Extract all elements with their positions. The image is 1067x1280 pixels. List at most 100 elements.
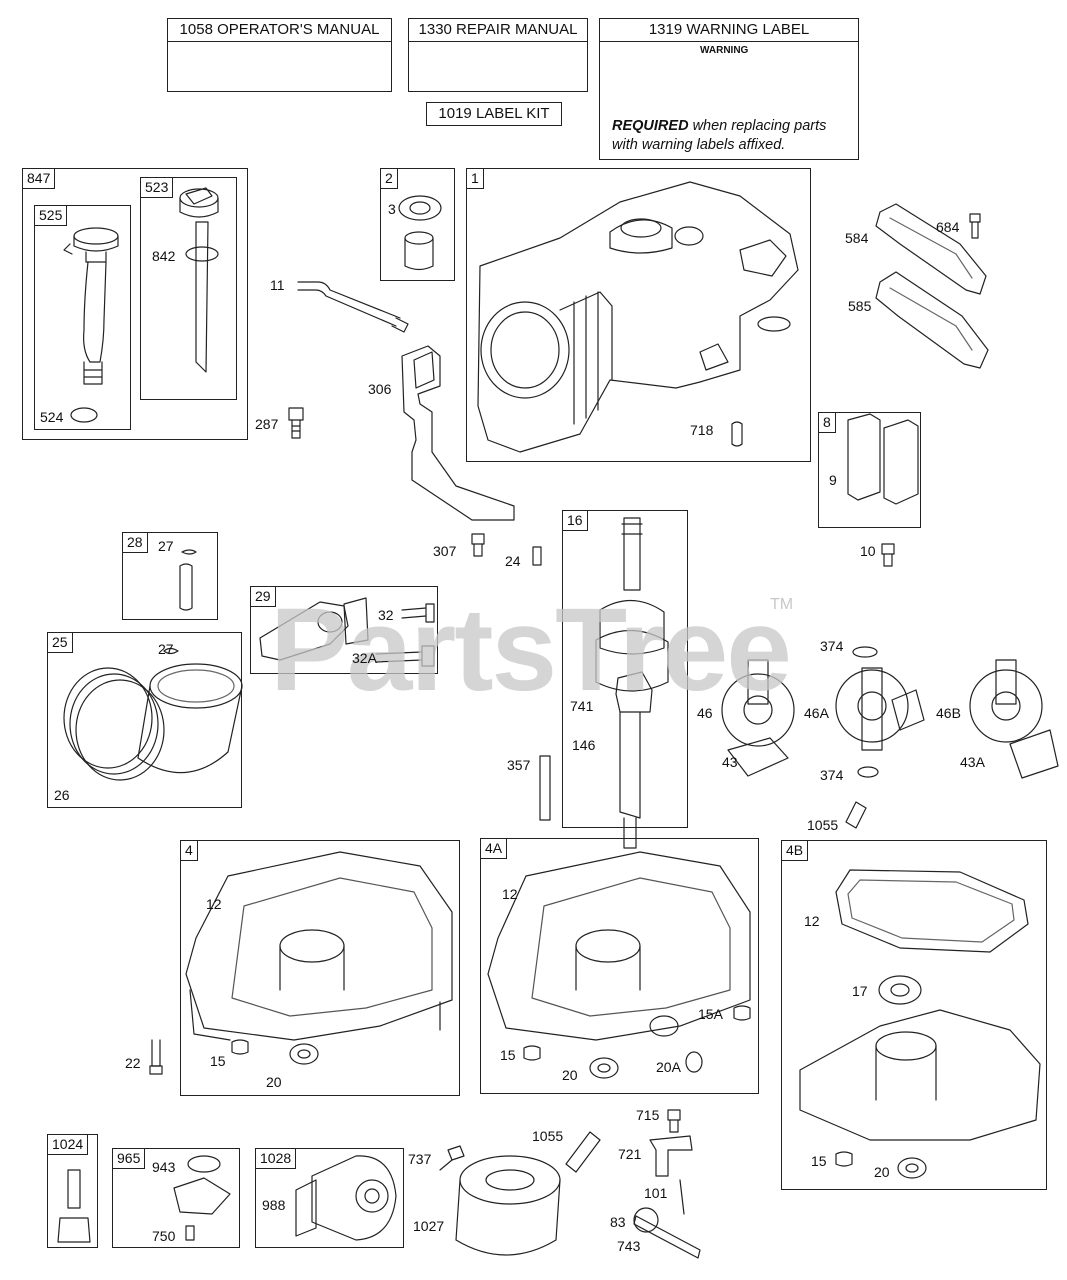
group-847[interactable]: 847 [22, 168, 248, 440]
part-label[interactable]: 3 [388, 201, 396, 217]
operators-manual-box[interactable]: 1058 OPERATOR'S MANUAL [167, 18, 392, 92]
repair-manual-box[interactable]: 1330 REPAIR MANUAL [408, 18, 588, 92]
part-label[interactable]: 684 [936, 219, 960, 235]
part-label[interactable]: 15A [698, 1006, 723, 1022]
part-label[interactable]: 585 [848, 298, 872, 314]
part-label[interactable]: 287 [255, 416, 279, 432]
part-label[interactable]: 842 [152, 248, 176, 264]
part-label[interactable]: 1055 [532, 1128, 564, 1144]
part-label[interactable]: 9 [829, 472, 837, 488]
part-label[interactable]: 12 [206, 896, 222, 912]
part-label[interactable]: 43 [722, 754, 738, 770]
part-label[interactable]: 715 [636, 1107, 660, 1123]
label-kit-box[interactable]: 1019 LABEL KIT [426, 102, 562, 126]
bolt [969, 213, 981, 239]
gasket-inner [847, 879, 1015, 943]
part-label[interactable]: 15 [811, 1153, 827, 1169]
o-ring [70, 407, 98, 423]
group-965[interactable]: 965 [112, 1148, 240, 1248]
part-label[interactable]: 12 [502, 886, 518, 902]
part-label[interactable]: 12 [804, 913, 820, 929]
group-16[interactable]: 16 [562, 510, 688, 828]
part-label[interactable]: 46B [936, 705, 961, 721]
part-label[interactable]: 943 [152, 1159, 176, 1175]
group-label: 1028 [256, 1149, 297, 1169]
cover-plate [173, 1177, 231, 1215]
part-label[interactable]: 17 [852, 983, 868, 999]
washer [685, 1051, 703, 1073]
plug [835, 1151, 853, 1167]
part-label[interactable]: 101 [644, 1185, 668, 1201]
part-label[interactable]: 146 [572, 737, 596, 753]
part-label[interactable]: 374 [820, 767, 844, 783]
group-4b[interactable]: 4B [781, 840, 1047, 1190]
group-1024[interactable]: 1024 [47, 1134, 98, 1248]
bolt [401, 603, 435, 623]
oil-seal [878, 975, 922, 1005]
part-label[interactable]: 32 [378, 607, 394, 623]
group-29[interactable]: 29 [250, 586, 438, 674]
part-label[interactable]: 15 [210, 1053, 226, 1069]
group-25[interactable]: 25 [47, 632, 242, 808]
group-28[interactable]: 28 [122, 532, 218, 620]
part-label[interactable]: 20 [874, 1164, 890, 1180]
connecting-rod [259, 597, 369, 661]
part-label[interactable]: 43A [960, 754, 985, 770]
part-label[interactable]: 750 [152, 1228, 176, 1244]
part-label[interactable]: 743 [617, 1238, 641, 1254]
part-label[interactable]: 306 [368, 381, 392, 397]
group-1028[interactable]: 1028 [255, 1148, 404, 1248]
camshaft [969, 659, 1059, 779]
dowel-pin [845, 801, 867, 829]
part-label[interactable]: 22 [125, 1055, 141, 1071]
part-label[interactable]: 1027 [413, 1218, 445, 1234]
part-label[interactable]: 741 [570, 698, 594, 714]
part-label[interactable]: 26 [54, 787, 70, 803]
group-8[interactable]: 8 [818, 412, 921, 528]
part-label[interactable]: 10 [860, 543, 876, 559]
oil-pump [295, 1155, 397, 1241]
part-label[interactable]: 11 [270, 277, 285, 293]
group-2[interactable]: 2 [380, 168, 455, 281]
part-label[interactable]: 15 [500, 1047, 516, 1063]
part-label[interactable]: 27 [158, 538, 174, 554]
part-label[interactable]: 20 [266, 1074, 282, 1090]
part-label[interactable]: 374 [820, 638, 844, 654]
group-label: 847 [23, 169, 56, 189]
part-label[interactable]: 988 [262, 1197, 286, 1213]
group-4a[interactable]: 4A [480, 838, 759, 1094]
part-label[interactable]: 357 [507, 757, 531, 773]
group-1[interactable]: 1 [466, 168, 811, 462]
plug [231, 1039, 249, 1055]
group-525[interactable]: 525 [34, 205, 131, 430]
part-label[interactable]: 737 [408, 1151, 432, 1167]
part-label[interactable]: 32A [352, 650, 377, 666]
crankcase-cover [487, 851, 751, 1041]
warning-label-box[interactable]: 1319 WARNING LABEL [599, 18, 859, 160]
air-guide-shield [401, 345, 515, 521]
part-label[interactable]: 1055 [807, 817, 839, 833]
group-label: 525 [35, 206, 68, 226]
part-label[interactable]: 20 [562, 1067, 578, 1083]
bolt [185, 1225, 195, 1241]
part-label[interactable]: 307 [433, 543, 457, 559]
part-label[interactable]: 721 [618, 1146, 642, 1162]
group-label: 2 [381, 169, 398, 189]
part-label[interactable]: 24 [505, 553, 521, 569]
part-label[interactable]: 584 [845, 230, 869, 246]
part-label[interactable]: 718 [690, 422, 714, 438]
group-4[interactable]: 4 [180, 840, 460, 1096]
group-523[interactable]: 523 [140, 177, 237, 400]
part-label[interactable]: 20A [656, 1059, 681, 1075]
part-label[interactable]: 27 [158, 641, 174, 657]
oil-seal [398, 195, 442, 271]
warning-note-bold: REQUIRED [612, 118, 689, 134]
part-label[interactable]: 524 [40, 409, 64, 425]
part-label[interactable]: 83 [610, 1214, 626, 1230]
group-label: 523 [141, 178, 174, 198]
gasket [875, 203, 987, 295]
bolt [881, 543, 895, 567]
part-label[interactable]: 46A [804, 705, 829, 721]
part-label[interactable]: 46 [697, 705, 713, 721]
